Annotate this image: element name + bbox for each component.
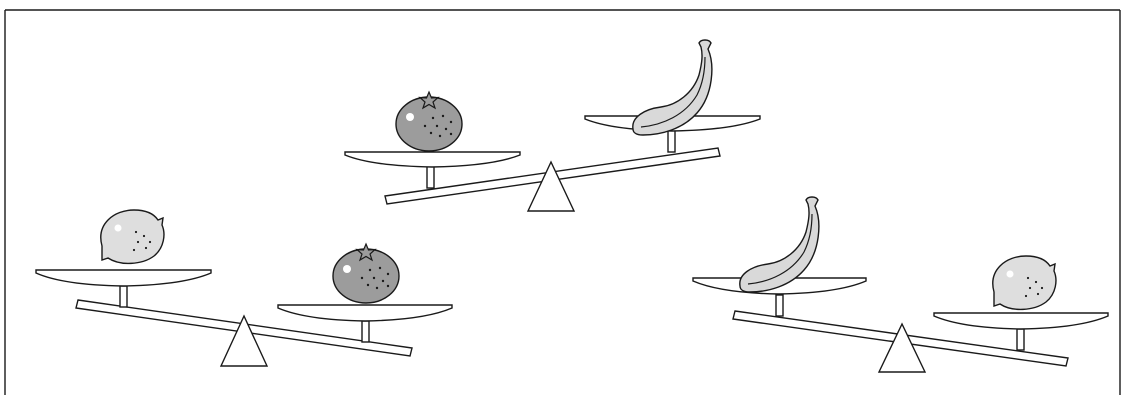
scale-bottom-left-left-post: [120, 286, 127, 307]
scale-bottom-left-right-pan: [278, 305, 452, 321]
lemon-icon: [993, 256, 1056, 309]
scale-bottom-left-right-post: [362, 321, 369, 342]
orange-icon: [396, 92, 462, 151]
scale-bottom-right-left-post: [776, 295, 783, 316]
scale-top-left-pan: [345, 152, 520, 167]
scale-bottom-right-fulcrum: [879, 324, 925, 372]
scale-bottom-right: [693, 197, 1108, 372]
scale-top-right-post: [668, 130, 675, 152]
lemon-icon: [101, 210, 164, 263]
scale-bottom-left-left-pan: [36, 270, 211, 286]
scale-top-left-post: [427, 166, 434, 188]
orange-icon: [333, 244, 399, 303]
scale-bottom-right-right-post: [1017, 329, 1024, 350]
scale-top: [345, 40, 760, 211]
scale-bottom-right-right-pan: [934, 313, 1108, 329]
scale-bottom-left: [36, 210, 452, 366]
